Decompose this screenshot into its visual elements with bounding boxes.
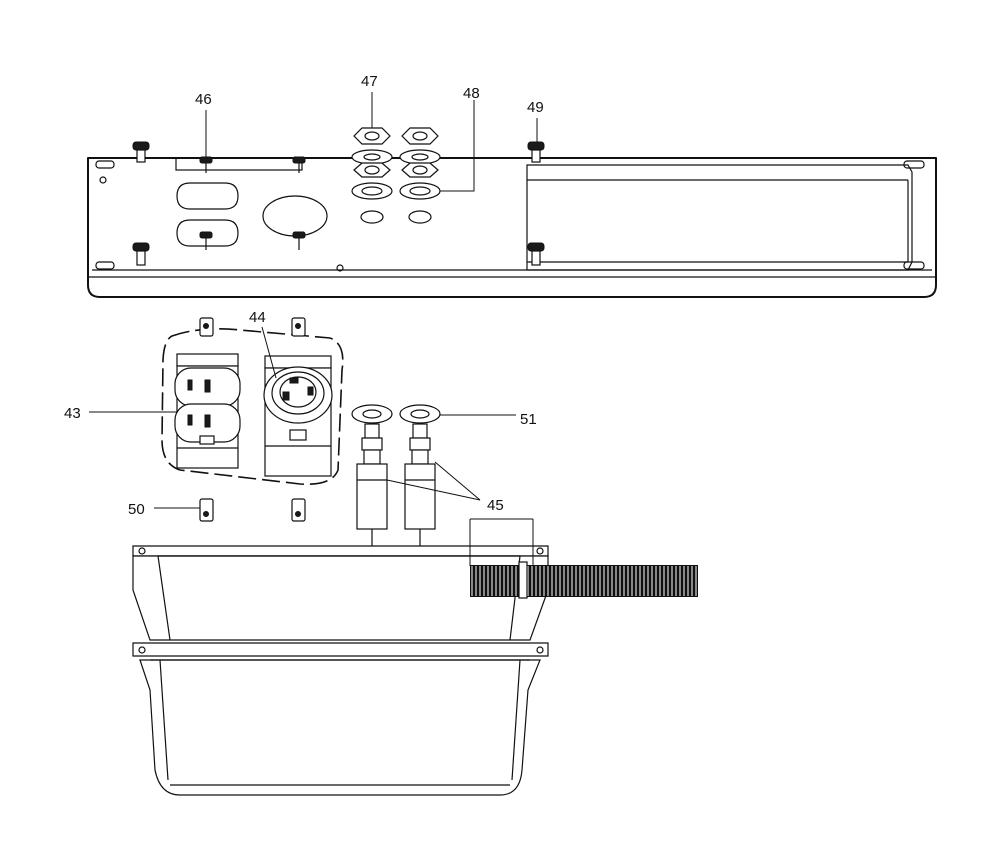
callout-43: 43: [64, 405, 81, 422]
nut-washer-stack-right: [399, 127, 441, 200]
corrugated-conduit: [469, 518, 698, 599]
mounting-tab-top-left: [199, 317, 214, 337]
callout-49: 49: [527, 99, 544, 116]
callouts: 46 47 48 49 44 43 51 45 50: [64, 73, 544, 518]
panel-screw-top-left: [132, 141, 150, 163]
enclosure-box: [132, 545, 549, 796]
callout-48: 48: [463, 85, 480, 102]
duplex-receptacle: [174, 353, 241, 469]
control-panel: [87, 127, 937, 298]
callout-46: 46: [195, 91, 212, 108]
screw-lower-1: [199, 231, 213, 250]
screw-upper-2: [292, 156, 306, 173]
panel-screw-bottom-left: [132, 242, 150, 266]
panel-screw-bottom-right: [527, 242, 545, 266]
nut-washer-stack-left: [351, 127, 393, 200]
clip-bottom-left: [199, 498, 214, 522]
callout-50: 50: [128, 501, 145, 518]
circuit-breaker-right: [399, 404, 441, 548]
screw-lower-2: [292, 231, 306, 250]
circuit-breaker-left: [351, 404, 393, 548]
callout-44: 44: [249, 309, 266, 326]
clip-bottom-right: [291, 498, 306, 522]
callout-51: 51: [520, 411, 537, 428]
screw-46-upper: [199, 156, 213, 173]
panel-screw-top-right: [527, 141, 545, 163]
callout-47: 47: [361, 73, 378, 90]
mounting-tab-top-right: [291, 317, 306, 337]
receptacle-group: [161, 317, 344, 486]
callout-45: 45: [487, 497, 504, 514]
twist-lock-receptacle: [263, 355, 333, 477]
leader-lines: [89, 92, 538, 509]
